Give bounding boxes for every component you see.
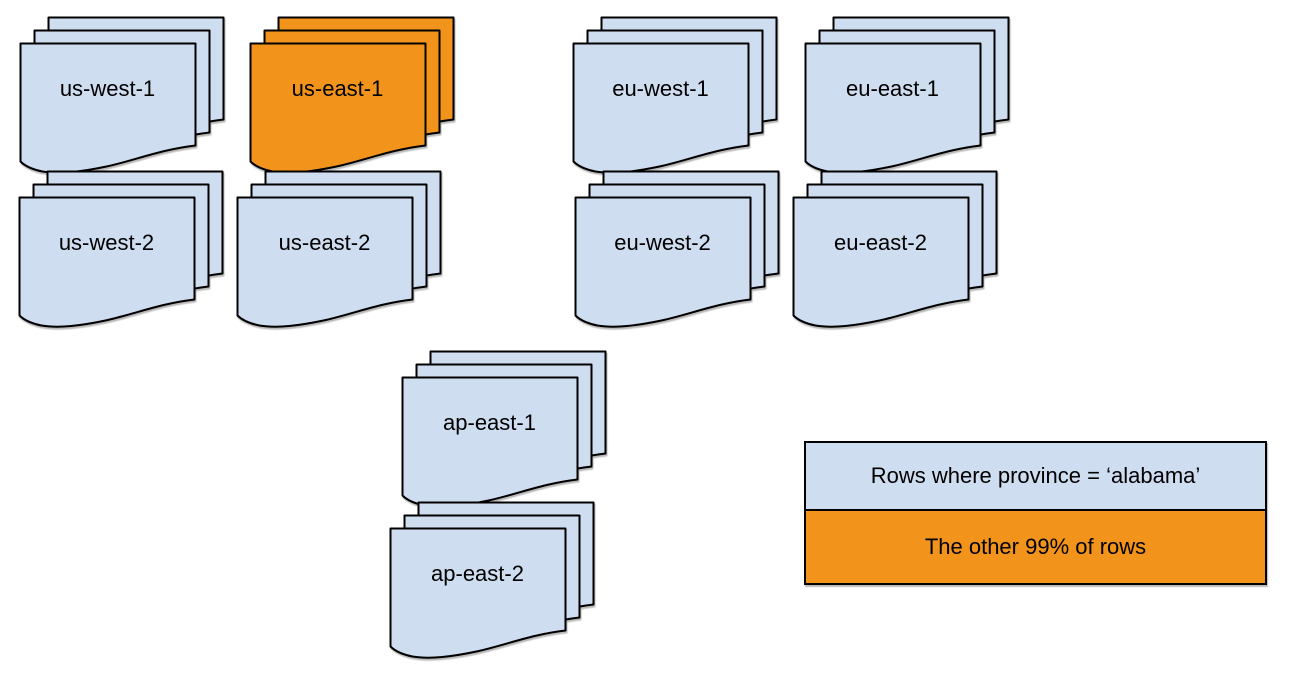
region-stack-us-east-1: us-east-1 xyxy=(249,16,455,176)
document-stack-icon xyxy=(249,16,454,174)
region-stack-eu-east-1: eu-east-1 xyxy=(804,16,1010,176)
document-page-shape xyxy=(574,196,751,328)
document-stack-icon xyxy=(572,16,777,174)
document-page-shape xyxy=(389,527,566,659)
legend-item-label: The other 99% of rows xyxy=(924,534,1147,559)
document-stack-icon xyxy=(574,170,779,328)
region-stack-eu-west-2: eu-west-2 xyxy=(574,170,780,330)
legend-item-other-rows: The other 99% of rows xyxy=(806,511,1265,583)
document-stack-icon xyxy=(19,16,224,174)
region-stack-ap-east-2: ap-east-2 xyxy=(389,501,595,661)
document-page-shape xyxy=(804,42,981,174)
legend-item-alabama-rows: Rows where province = ‘alabama’ xyxy=(806,443,1265,511)
region-stack-ap-east-1: ap-east-1 xyxy=(401,350,607,510)
document-page-shape xyxy=(572,42,749,174)
document-stack-icon xyxy=(18,170,223,328)
document-page-shape xyxy=(19,42,196,174)
document-stack-icon xyxy=(792,170,997,328)
document-stack-icon xyxy=(236,170,441,328)
document-page-shape xyxy=(401,376,578,508)
document-stack-icon xyxy=(389,501,594,659)
region-stack-us-east-2: us-east-2 xyxy=(236,170,442,330)
legend: Rows where province = ‘alabama’ The othe… xyxy=(804,441,1267,585)
document-page-shape xyxy=(792,196,969,328)
region-stack-eu-west-1: eu-west-1 xyxy=(572,16,778,176)
legend-item-label: Rows where province = ‘alabama’ xyxy=(870,463,1201,488)
region-stack-us-west-1: us-west-1 xyxy=(19,16,225,176)
region-stack-eu-east-2: eu-east-2 xyxy=(792,170,998,330)
document-stack-icon xyxy=(401,350,606,508)
document-stack-icon xyxy=(804,16,1009,174)
region-stack-us-west-2: us-west-2 xyxy=(18,170,224,330)
document-page-shape xyxy=(236,196,413,328)
document-page-shape xyxy=(18,196,195,328)
document-page-shape xyxy=(249,42,426,174)
